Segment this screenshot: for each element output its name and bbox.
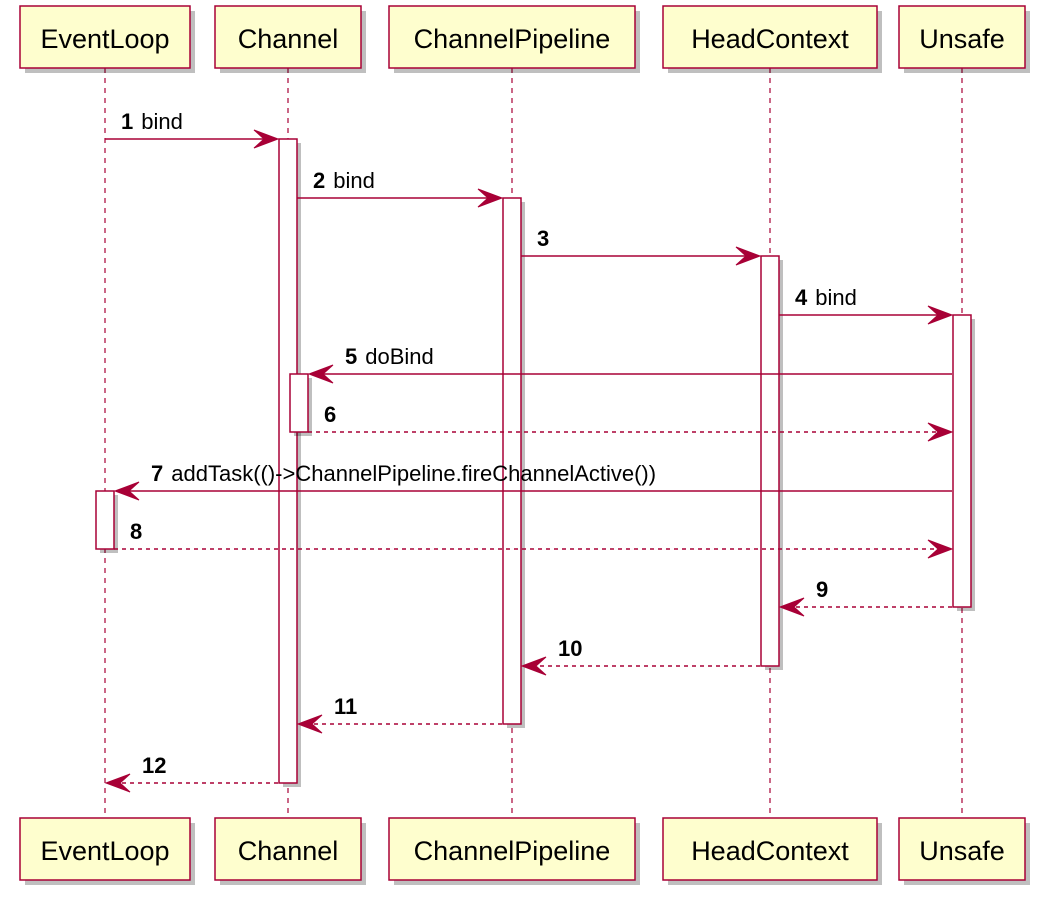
- message-label: 5 doBind: [345, 344, 434, 369]
- participant-label: EventLoop: [40, 24, 169, 54]
- participant-box: [662, 817, 878, 881]
- participant-head-top: HeadContext: [662, 5, 882, 73]
- arrowhead: [307, 364, 334, 384]
- message-number: 12: [142, 753, 166, 778]
- message-number: 4: [795, 285, 808, 310]
- participant-unsafe-top: Unsafe: [898, 5, 1030, 73]
- participant-label: Unsafe: [919, 24, 1005, 54]
- message-9: 9: [778, 577, 952, 617]
- message-number: 11: [334, 694, 357, 719]
- message-2: 2 bind: [297, 168, 504, 208]
- message-number: 9: [816, 577, 828, 602]
- message-11: 11: [296, 694, 502, 734]
- arrowhead: [778, 597, 805, 617]
- message-label: 7 addTask(()->ChannelPipeline.fireChannel…: [151, 461, 656, 486]
- message-label: 3: [537, 226, 549, 251]
- activation-head: [760, 255, 780, 667]
- message-4: 4 bind: [779, 285, 954, 325]
- messages: 1 bind 2 bind 3 4 bind 5 doBind 6 7 addTask(()->Cha…: [104, 109, 954, 793]
- message-number: 3: [537, 226, 549, 251]
- arrowhead: [296, 714, 323, 734]
- participant-head-bottom: HeadContext: [662, 817, 882, 885]
- message-label: 4 bind: [795, 285, 857, 310]
- message-number: 1: [121, 109, 133, 134]
- participant-label: EventLoop: [40, 836, 169, 866]
- participant-eventloop-top: EventLoop: [19, 5, 195, 73]
- participant-label: Unsafe: [919, 836, 1005, 866]
- participant-box: [19, 5, 191, 69]
- participant-label: Channel: [238, 836, 339, 866]
- participant-unsafe-bottom: Unsafe: [898, 817, 1030, 885]
- participant-box: [898, 5, 1026, 69]
- message-7: 7 addTask(()->ChannelPipeline.fireChannel…: [113, 461, 952, 501]
- participant-label: ChannelPipeline: [414, 836, 611, 866]
- participants-bottom: EventLoop Channel ChannelPipeline HeadConte…: [19, 817, 1030, 885]
- participant-box: [214, 817, 362, 881]
- message-label: 9: [816, 577, 828, 602]
- participant-pipeline-bottom: ChannelPipeline: [388, 817, 640, 885]
- arrowhead: [927, 539, 954, 559]
- arrowhead: [104, 773, 131, 793]
- activation-channel-nested: [289, 373, 309, 433]
- message-8: 8: [114, 519, 954, 559]
- participant-channel-top: Channel: [214, 5, 366, 73]
- message-6: 6: [308, 402, 954, 442]
- participant-label: Channel: [238, 24, 339, 54]
- participant-box: [214, 5, 362, 69]
- message-text: bind: [333, 168, 375, 193]
- message-number: 5: [345, 344, 357, 369]
- arrowhead: [520, 656, 547, 676]
- participant-label: ChannelPipeline: [414, 24, 611, 54]
- participant-label: HeadContext: [691, 836, 849, 866]
- message-number: 2: [313, 168, 325, 193]
- lifelines: [104, 68, 963, 818]
- arrowhead: [113, 481, 140, 501]
- arrowhead: [477, 188, 504, 208]
- participant-box: [19, 817, 191, 881]
- message-1: 1 bind: [105, 109, 280, 149]
- message-text: bind: [815, 285, 857, 310]
- participant-label: HeadContext: [691, 24, 849, 54]
- message-label: 2 bind: [313, 168, 375, 193]
- message-number: 6: [324, 402, 336, 427]
- message-5: 5 doBind: [307, 344, 952, 384]
- message-label: 12: [142, 753, 166, 778]
- message-label: 6: [324, 402, 336, 427]
- arrowhead: [735, 246, 762, 266]
- message-10: 10: [520, 636, 760, 676]
- participant-channel-bottom: Channel: [214, 817, 366, 885]
- arrowhead: [927, 305, 954, 325]
- message-label: 10: [558, 636, 582, 661]
- message-number: 7: [151, 461, 163, 486]
- participant-pipeline-top: ChannelPipeline: [388, 5, 640, 73]
- participant-box: [388, 5, 636, 69]
- message-label: 8: [130, 519, 142, 544]
- message-text: doBind: [365, 344, 434, 369]
- activation-channel: [278, 138, 298, 784]
- participant-box: [898, 817, 1026, 881]
- message-label: 1 bind: [121, 109, 183, 134]
- participant-box: [388, 817, 636, 881]
- message-number: 8: [130, 519, 142, 544]
- message-number: 10: [558, 636, 582, 661]
- participants-top: EventLoop Channel ChannelPipeline HeadConte…: [19, 5, 1030, 73]
- participant-box: [662, 5, 878, 69]
- participant-eventloop-bottom: EventLoop: [19, 817, 195, 885]
- message-text: bind: [141, 109, 183, 134]
- activation-bars: [95, 138, 975, 787]
- activation-eventloop: [95, 490, 115, 550]
- message-label: 11: [334, 694, 357, 719]
- arrowhead: [927, 422, 954, 442]
- message-text: addTask(()->ChannelPipeline.fireChannelA…: [171, 461, 656, 486]
- arrowhead: [253, 129, 280, 149]
- message-3: 3: [521, 226, 762, 266]
- message-12: 12: [104, 753, 278, 793]
- activation-unsafe: [952, 314, 972, 608]
- activation-pipeline: [502, 197, 522, 725]
